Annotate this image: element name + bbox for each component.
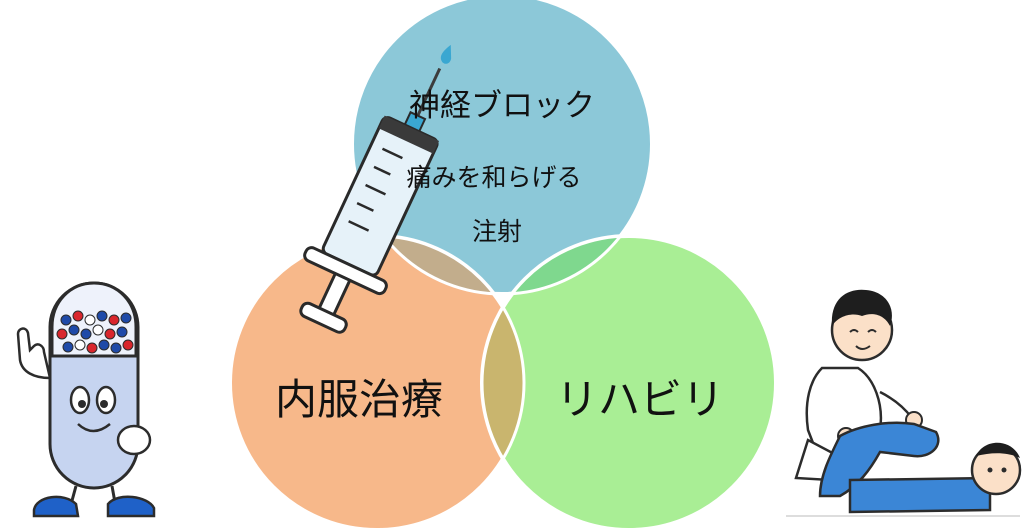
oral-medication-label: 内服治療 — [274, 375, 444, 424]
nerve-block-title: 神経ブロック — [409, 88, 595, 124]
capsule-mascot-illustration — [16, 281, 156, 518]
rehabilitation-label: リハビリ — [555, 375, 725, 424]
physical-therapy-illustration — [786, 289, 1022, 517]
nerve-block-description-line-1: 痛みを和らげる — [406, 163, 582, 192]
syringe-illustration — [299, 44, 452, 334]
nerve-block-description-line-2: 注射 — [471, 217, 523, 246]
